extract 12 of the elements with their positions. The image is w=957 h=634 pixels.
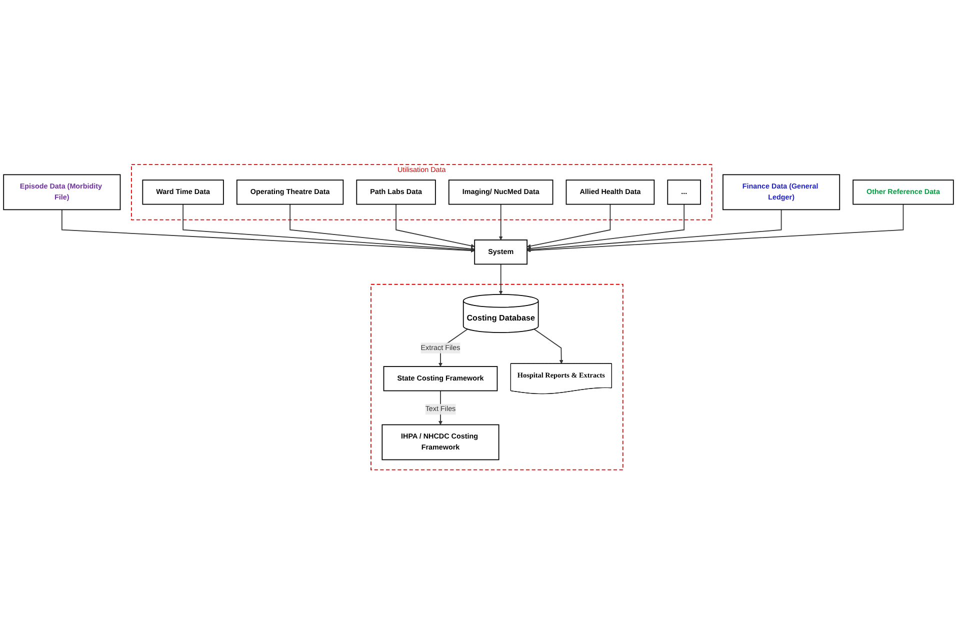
arrow <box>526 204 904 252</box>
arrow <box>498 264 503 294</box>
arrow <box>526 209 782 252</box>
cluster <box>370 284 624 470</box>
arrow <box>182 204 475 252</box>
arrow <box>526 204 685 250</box>
arrow <box>396 204 475 248</box>
arrow <box>61 209 475 252</box>
arrow <box>526 204 611 248</box>
arrow <box>290 204 475 251</box>
arrow <box>498 204 503 240</box>
arrow <box>534 328 564 364</box>
